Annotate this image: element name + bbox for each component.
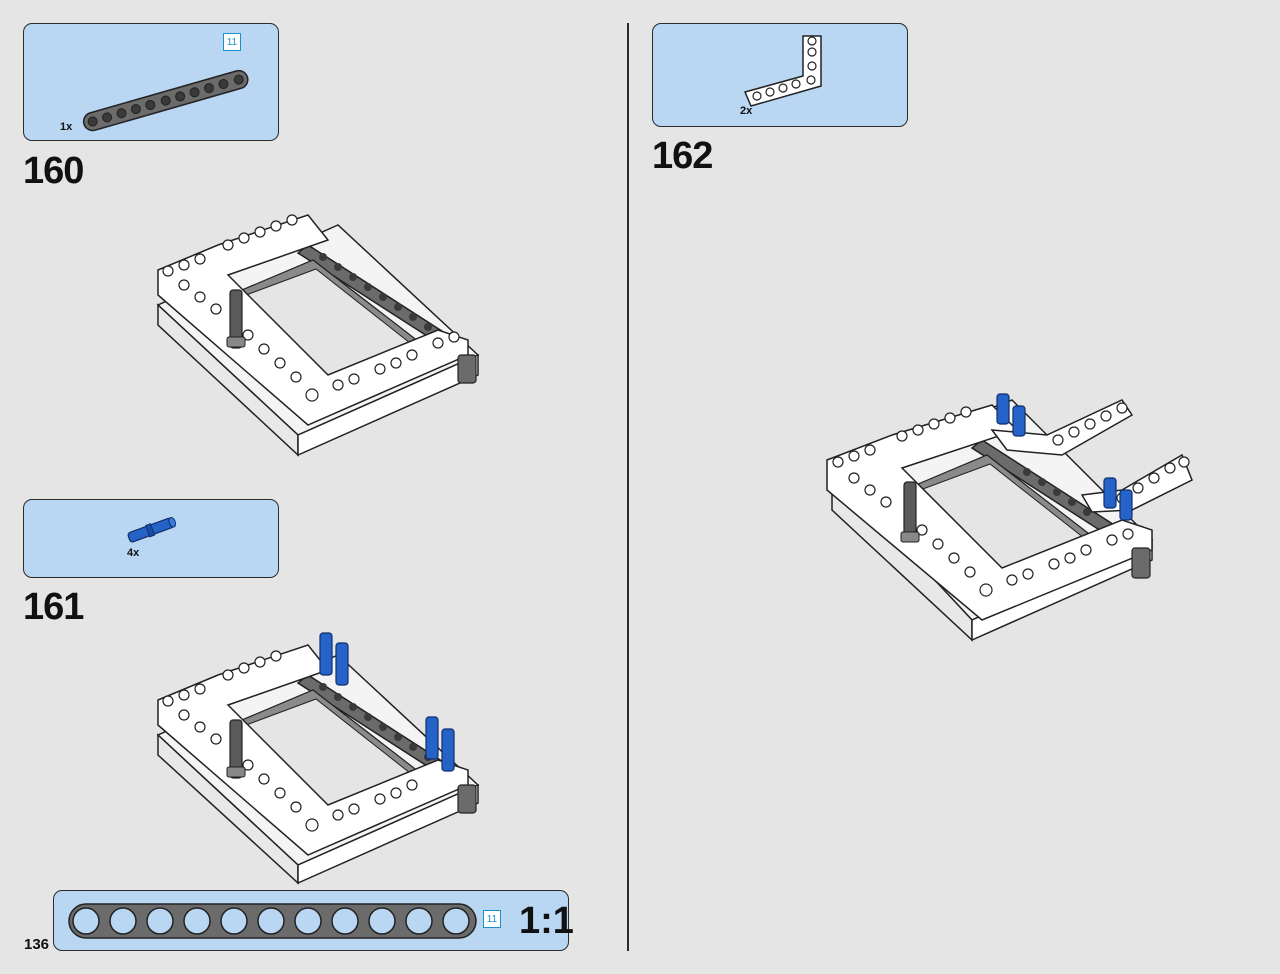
blue-pin-icon [127,516,177,543]
part-quantity: 1x [60,121,73,133]
blue-pin-group-right [1103,477,1133,521]
step-number-162: 162 [652,135,713,177]
step-number-161: 161 [23,586,84,628]
parts-callout-162: 2x [652,23,908,127]
part-quantity: 4x [127,547,140,559]
page-divider [627,23,629,951]
parts-callout-160: 11 1x [23,23,279,141]
parts-callout-161: 4x [23,499,279,578]
ruler-hole [294,907,322,935]
ruler-hole [405,907,433,935]
ruler-hole [257,907,285,935]
scale-ruler-box: 11 1:1 [53,890,574,951]
white-l-beam-icon [743,35,822,107]
ruler-hole [183,907,211,935]
assembly-illustration-160 [156,214,480,457]
beam-length-badge: 11 [223,33,241,51]
blue-pin-group-back [996,393,1026,437]
part-quantity: 2x [740,105,753,117]
ruler-hole [331,907,359,935]
scale-ruler-beam [68,903,477,939]
ruler-hole [220,907,248,935]
dark-gray-beam-icon [82,69,249,132]
blue-pin-group-back [319,632,349,686]
scale-ratio: 1:1 [519,900,574,942]
ruler-hole [442,907,470,935]
page-number: 136 [24,936,50,953]
assembly-illustration-162 [826,393,1193,642]
scale-length-badge: 11 [483,910,501,928]
assembly-illustration-161 [156,632,480,885]
ruler-hole [146,907,174,935]
ruler-hole [368,907,396,935]
blue-pin-group-right [425,716,455,772]
ruler-hole [72,907,100,935]
step-number-160: 160 [23,150,84,192]
ruler-hole [109,907,137,935]
